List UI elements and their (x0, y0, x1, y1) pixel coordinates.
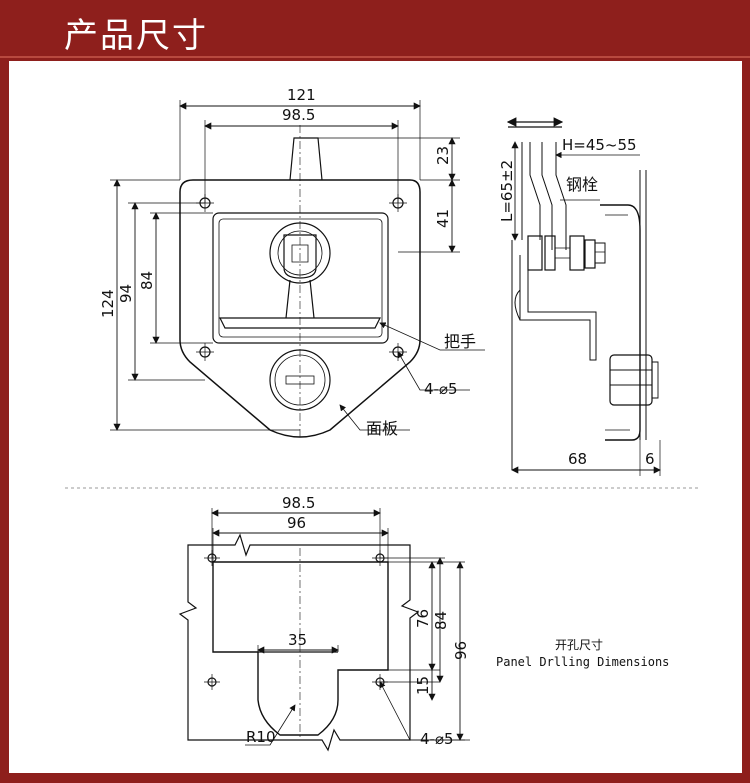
dim-height-23: 23 (434, 146, 452, 165)
cutout-caption-cn: 开孔尺寸 (555, 638, 603, 652)
bolt-rods (521, 142, 567, 250)
cutout-opening (212, 561, 389, 736)
front-dimension-labels: 121 98.5 23 41 124 94 84 把手 4-⌀5 面板 (99, 86, 476, 438)
cutout-dim-76: 76 (414, 609, 432, 628)
dim-height-124: 124 (99, 289, 117, 318)
bolt-label: 钢栓 (566, 175, 598, 194)
dim-h-range: H=45~55 (562, 136, 637, 154)
mount-bracket (511, 240, 597, 470)
cutout-dim-15: 15 (414, 676, 432, 695)
header-bar: 产品尺寸 (0, 0, 750, 58)
dim-flange: 6 (645, 450, 655, 468)
panel-label: 面板 (366, 419, 398, 438)
dim-width-total: 121 (287, 86, 316, 104)
lock-cylinder-side (609, 354, 653, 406)
handle-bar (219, 317, 381, 329)
top-tab (289, 137, 323, 181)
front-view (110, 100, 485, 440)
cutout-holes (204, 550, 388, 690)
dim-l-value: L=65±2 (498, 160, 516, 222)
side-view (506, 117, 661, 476)
cutout-dim-96: 96 (287, 514, 306, 532)
face-plate-outline (179, 179, 421, 438)
dim-height-84: 84 (138, 271, 156, 290)
cutout-holes-label: 4-⌀5 (420, 730, 454, 748)
cutout-dimension-labels: 98.5 96 35 76 84 96 15 R10 4-⌀5 开孔尺寸 Pan… (246, 494, 669, 748)
nut-left (527, 235, 543, 271)
dim-depth: 68 (568, 450, 587, 468)
handle-label: 把手 (444, 332, 476, 351)
cutout-view (178, 508, 470, 752)
cutout-radius: R10 (246, 728, 276, 746)
page-title: 产品尺寸 (64, 16, 208, 56)
holes-label-front: 4-⌀5 (424, 380, 458, 398)
cutout-dim-985: 98.5 (282, 494, 315, 512)
header-divider (0, 56, 750, 58)
dim-width-holes: 98.5 (282, 106, 315, 124)
handle-tray (212, 212, 389, 344)
nut-right (569, 235, 585, 271)
cutout-dim-84: 84 (432, 611, 450, 630)
cutout-dim-96-vertical: 96 (452, 641, 470, 660)
dim-height-41: 41 (434, 209, 452, 228)
cutout-caption-en: Panel Drlling Dimensions (496, 655, 669, 669)
cutout-dim-35: 35 (288, 631, 307, 649)
dim-height-94: 94 (117, 284, 135, 303)
side-dimension-labels: H=45~55 L=65±2 钢栓 68 6 (498, 136, 655, 468)
